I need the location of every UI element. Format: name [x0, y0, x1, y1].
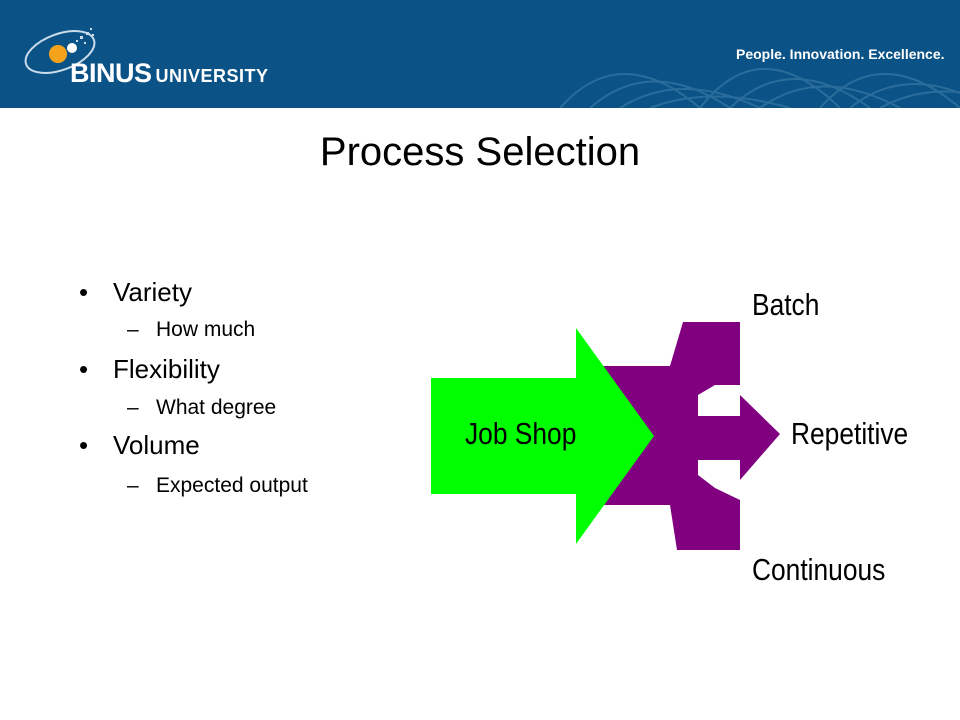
tagline: People. Innovation. Excellence.: [736, 46, 945, 62]
binus-logo-icon: [24, 28, 96, 74]
bullet-flexibility: • Flexibility: [79, 354, 220, 384]
continuous-label: Continuous: [752, 552, 886, 587]
bullet-dot: •: [79, 277, 89, 307]
sub-dash: –: [127, 474, 139, 497]
repetitive-label: Repetitive: [791, 416, 909, 451]
slide-title: Process Selection: [319, 130, 641, 174]
bullet-dot: •: [79, 354, 89, 384]
bullet-volume: • Volume: [79, 430, 200, 460]
split-arrows: [600, 322, 780, 550]
sub-dash: –: [127, 396, 139, 419]
wave-pattern: [559, 68, 960, 108]
batch-label: Batch: [752, 287, 820, 322]
bullet-variety: • Variety: [79, 277, 192, 307]
bullet-dot: •: [79, 430, 89, 460]
sub-bullet-how-much: – How much: [127, 318, 256, 341]
job-shop-arrow: [431, 328, 654, 544]
job-shop-label: Job Shop: [465, 416, 577, 451]
sub-dash: –: [127, 318, 139, 341]
sub-bullet-expected-output: – Expected output: [127, 474, 308, 497]
sub-bullet-what-degree: – What degree: [127, 396, 277, 419]
